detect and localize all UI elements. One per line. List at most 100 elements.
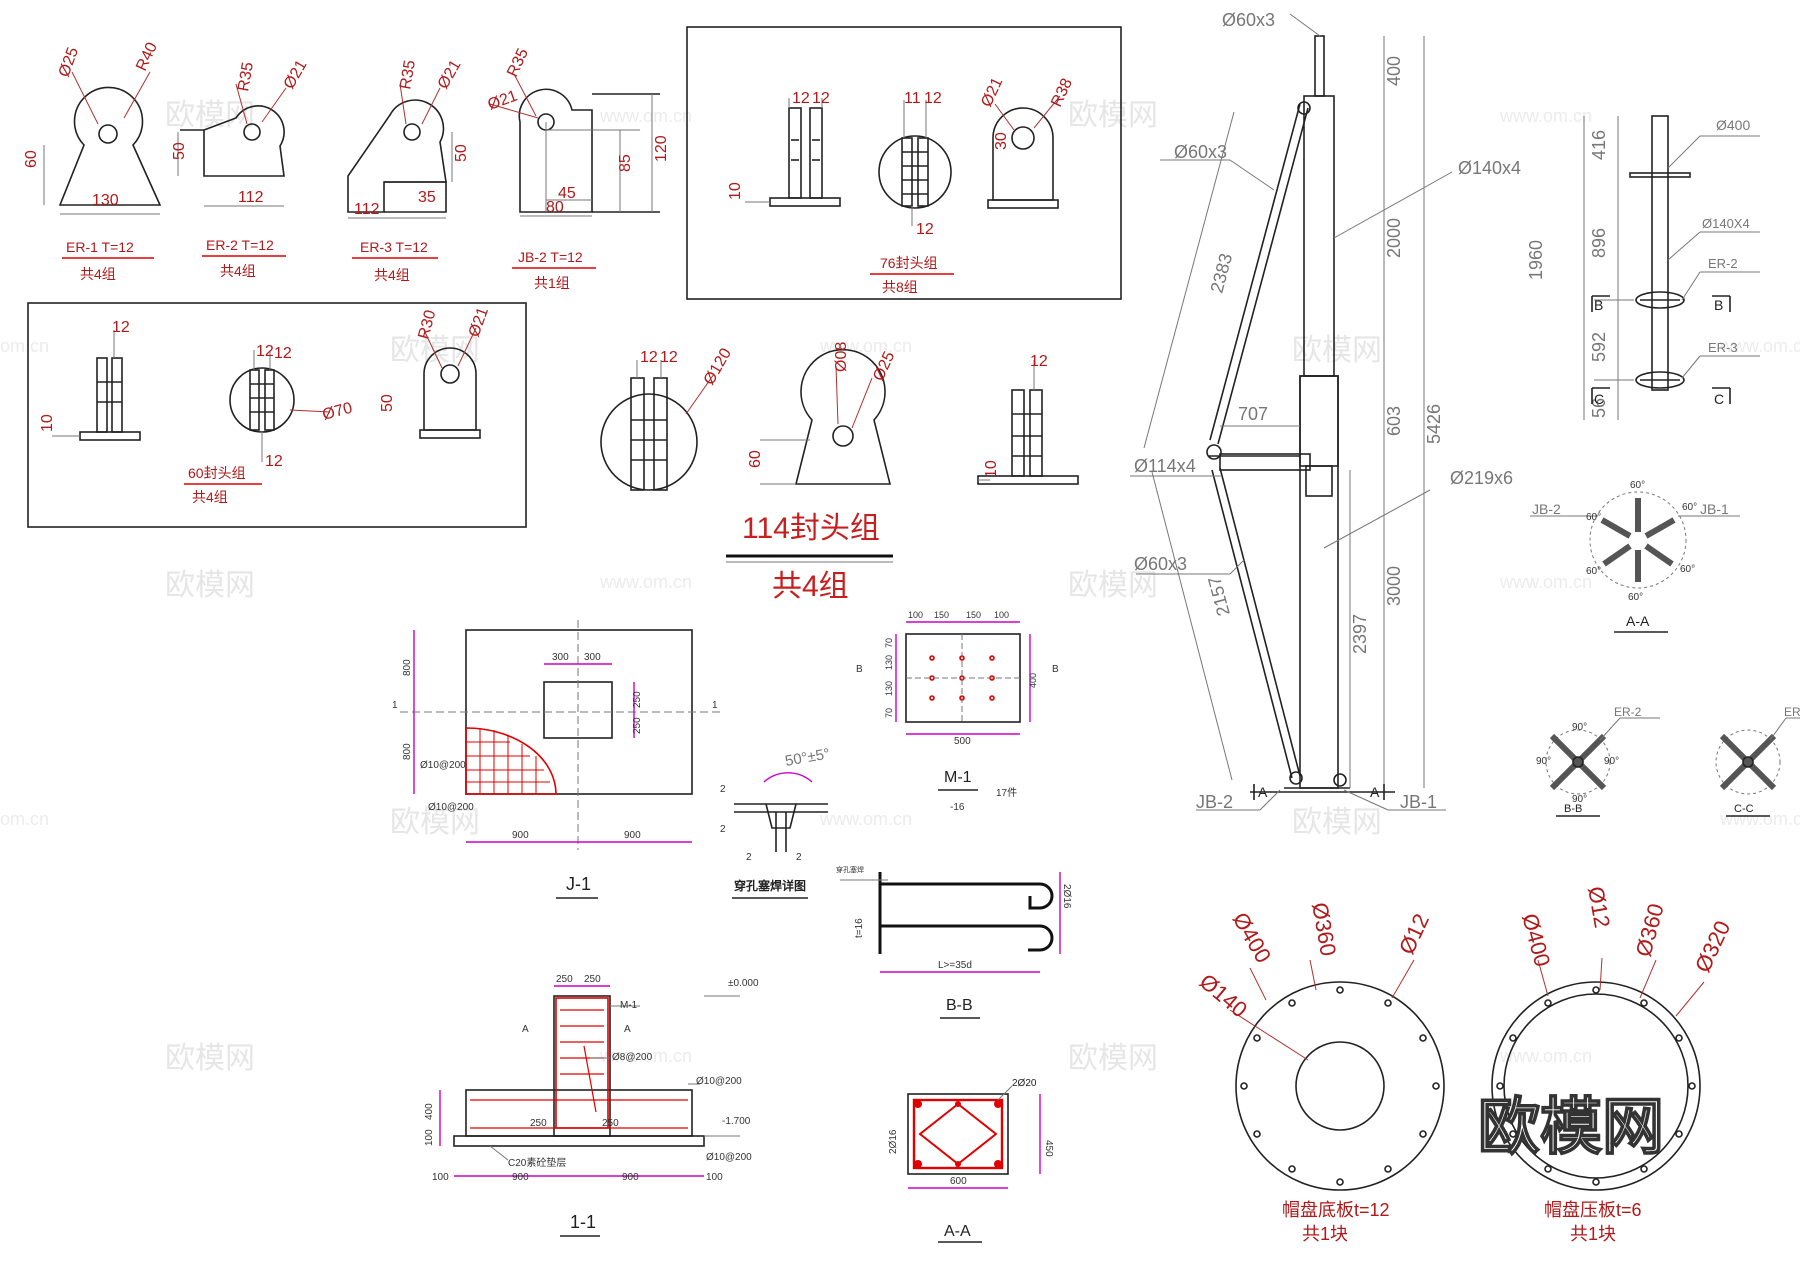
section-aa: JB-2 JB-1 60° 60° 60° 60° 60° 60° A-A <box>1530 480 1740 633</box>
cap76-h: 30 <box>993 132 1010 150</box>
j1-d300b: 300 <box>584 652 601 663</box>
j1-d250b: 250 <box>632 717 643 734</box>
pole-dim-3: 603 <box>1384 406 1404 436</box>
er1-height: 60 <box>23 150 40 168</box>
bb-angle-top: 90° <box>1572 722 1587 733</box>
aa-jb2: JB-2 <box>1532 501 1561 517</box>
s11-w900a: 900 <box>512 1172 529 1183</box>
cap76-d3: 11 <box>904 90 921 107</box>
er3-radius: R35 <box>397 59 419 91</box>
bb-label: ER-2 <box>1614 705 1642 719</box>
weld-title: 穿孔塞焊详图 <box>734 878 806 893</box>
pb-qty: 共1块 <box>1302 1224 1348 1244</box>
pole-brace-lower: 2157 <box>1204 574 1234 618</box>
pp-qty: 共1块 <box>1570 1224 1616 1244</box>
watermark-url: www.om.cn <box>1499 572 1592 592</box>
pp-title: 帽盘压板t=6 <box>1544 1200 1642 1220</box>
aa-jb1: JB-1 <box>1700 501 1729 517</box>
m1-cut-right: B <box>1052 664 1059 675</box>
cap114-d1: 12 <box>640 349 658 366</box>
weld-d2-b: 2 <box>720 824 726 835</box>
cap60-t3: 12 <box>274 345 292 362</box>
pb-d140: Ø140 <box>1195 969 1252 1023</box>
s11-h100: 100 <box>424 1129 435 1146</box>
pole-dim-0: 400 <box>1384 56 1404 86</box>
watermark-url: om.cn <box>0 809 49 829</box>
pole-label-p3: Ø219x6 <box>1450 468 1513 488</box>
bb-angle-left: 90° <box>1536 756 1551 767</box>
jb2-height1: 85 <box>617 154 634 172</box>
cap60-phi: Ø21 <box>466 305 492 339</box>
cap60-title: 60封头组 <box>188 465 246 481</box>
m1-v130a: 130 <box>884 655 894 670</box>
cap76-base: 10 <box>727 182 744 200</box>
j1-h800b: 800 <box>402 743 413 760</box>
s11-m1: M-1 <box>620 1000 638 1011</box>
pp-d400: Ø400 <box>1517 911 1555 969</box>
cap114-circ: Ø120 <box>701 346 735 388</box>
m1-w500: 500 <box>954 736 971 747</box>
pp-d360: Ø360 <box>1631 901 1669 959</box>
weld-detail: 50°±5° 2 2 2 2 穿孔塞焊详图 <box>720 745 832 899</box>
pole-label-p1: Ø140x4 <box>1458 158 1521 178</box>
weld-d2-c: 2 <box>746 852 752 863</box>
jb2-qty: 共1组 <box>534 275 570 291</box>
watermark-url: www.om.cn <box>1499 106 1592 126</box>
mast-er3: ER-3 <box>1708 340 1738 355</box>
pb-d400: Ø400 <box>1228 908 1277 967</box>
s11-bar2: Ø10@200 <box>706 1152 752 1163</box>
cap114-qty: 共4组 <box>772 570 849 603</box>
pole-jb1: JB-1 <box>1400 792 1437 812</box>
er1-width: 130 <box>92 192 119 209</box>
anchor-d16: 2Ø16 <box>1061 884 1072 909</box>
m1-d100a: 100 <box>908 610 923 620</box>
watermark-url: www.om.cn <box>819 336 912 356</box>
watermark-logo: 欧模网 <box>165 569 255 602</box>
s11-w250b: 250 <box>584 974 601 985</box>
cap114-top: Ø08 <box>833 342 850 372</box>
s11-secA-right: A <box>624 1024 631 1035</box>
cap76-panel: 12 12 10 11 12 12 Ø21 R38 30 76封头组 共8组 <box>686 26 1122 300</box>
caa-top: 2Ø20 <box>1012 1078 1037 1089</box>
weld-d2-d: 2 <box>796 852 802 863</box>
watermark-url: www.om.cn <box>819 809 912 829</box>
er3-width2: 35 <box>418 189 436 206</box>
er2-height: 50 <box>171 142 188 160</box>
er2-qty: 共4组 <box>220 263 256 279</box>
weld-angle: 50°±5° <box>784 745 832 770</box>
j1-w900a: 900 <box>512 830 529 841</box>
er3-width: 112 <box>354 201 380 218</box>
pole-dim-2: 5426 <box>1424 404 1444 444</box>
pole-dim-5: 2397 <box>1350 614 1370 654</box>
mast-secC-right: C <box>1714 391 1724 407</box>
cap60-panel: 12 10 12 12 Ø70 12 R30 Ø21 50 60封头组 共4组 <box>27 302 527 528</box>
anchor-bb: 穿孔塞焊 t=16 2Ø16 L>=35d B-B <box>836 865 1072 1019</box>
cap76-phi: Ø21 <box>978 75 1006 110</box>
cap60-bot: 12 <box>265 453 283 470</box>
cap114-title: 114封头组 <box>742 512 880 545</box>
bb-angle-bottom: 90° <box>1572 794 1587 805</box>
m1-d150b: 150 <box>966 610 981 620</box>
lug-er2: R35 Ø21 50 112 ER-2 T=12 共4组 <box>171 57 311 279</box>
cap76-d2: 12 <box>812 90 830 107</box>
pole-label-b1: Ø60x3 <box>1174 142 1227 162</box>
pole-arm: 707 <box>1238 404 1268 424</box>
column-section-aa: 450 600 2Ø20 2Ø16 A-A <box>888 1078 1054 1243</box>
j1-bar2: Ø10@200 <box>428 802 474 813</box>
watermark-logo: 欧模网 <box>390 806 480 839</box>
aa-title: A-A <box>1626 613 1650 629</box>
m1-v70: 70 <box>884 638 894 648</box>
watermark-logo: 欧模网 <box>1068 99 1158 132</box>
mast-secB-left: B <box>1594 297 1603 313</box>
cap60-t2: 12 <box>256 343 274 360</box>
cap-bottom-plate: Ø140 Ø400 Ø360 Ø12 帽盘底板t=12 共1块 <box>1195 901 1445 1244</box>
jb2-radius: R35 <box>504 46 532 80</box>
s11-w250a: 250 <box>556 974 573 985</box>
aa-angle-left: 60° <box>1586 512 1601 523</box>
mast-dim-0: 416 <box>1589 130 1609 160</box>
pole-label-b2: Ø60x3 <box>1134 554 1187 574</box>
footing-section-11: 250 250 M-1 A A Ø8@200 Ø10@200 Ø10@200 ±… <box>424 974 759 1237</box>
pole-elevation: 400 2000 5426 603 3000 2397 2383 2157 70… <box>1130 10 1521 812</box>
cap76-title: 76封头组 <box>880 255 938 271</box>
